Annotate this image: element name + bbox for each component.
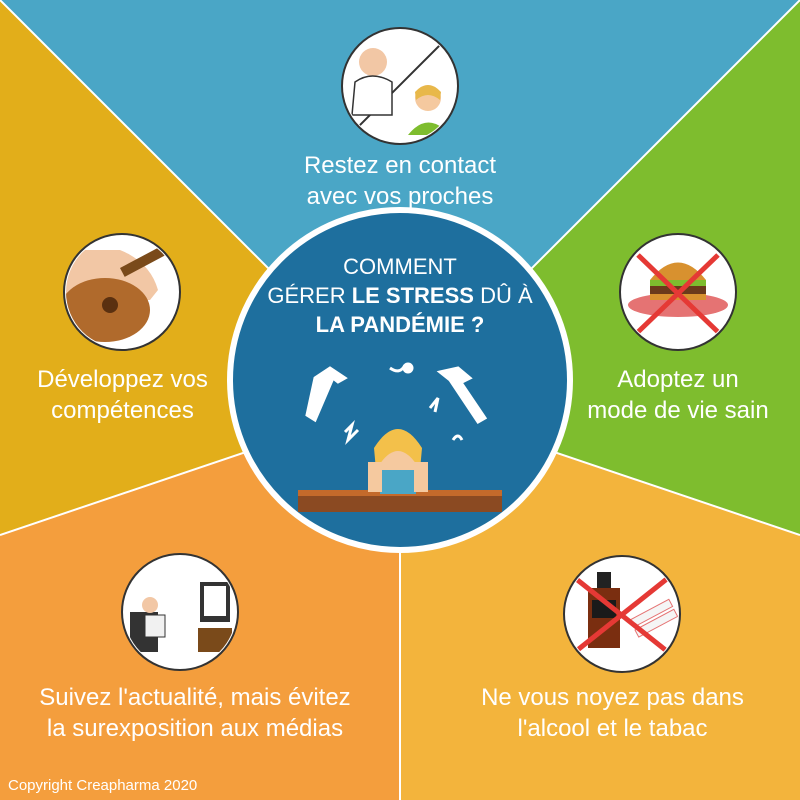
tip-alcohol: Ne vous noyez pas dans l'alcool et le ta… xyxy=(481,684,744,742)
tv-watching-icon xyxy=(121,553,239,671)
tip-news: Suivez l'actualité, mais évitez la surex… xyxy=(39,684,351,742)
tip-healthy: Adoptez un mode de vie sain xyxy=(587,366,769,424)
no-junk-food-icon xyxy=(619,233,737,351)
sector-top xyxy=(0,0,800,400)
center-title-line1: COMMENT xyxy=(343,254,457,279)
center-title: COMMENT GÉRER LE STRESS DÛ À LA PANDÉMIE… xyxy=(232,252,568,339)
tip-contact: Restez en contact avec vos proches xyxy=(303,152,497,210)
copyright: Copyright Creapharma 2020 xyxy=(8,777,198,794)
phone-call-icon xyxy=(341,27,459,145)
guitar-icon xyxy=(63,233,181,351)
stressed-person-illustration xyxy=(298,362,502,512)
no-alcohol-tobacco-icon xyxy=(563,555,681,673)
center-title-line3: LA PANDÉMIE ? xyxy=(315,312,485,337)
center-circle xyxy=(227,207,573,553)
tip-skills: Développez vos compétences xyxy=(37,366,208,424)
center-title-line2: GÉRER LE STRESS DÛ À xyxy=(267,283,533,308)
